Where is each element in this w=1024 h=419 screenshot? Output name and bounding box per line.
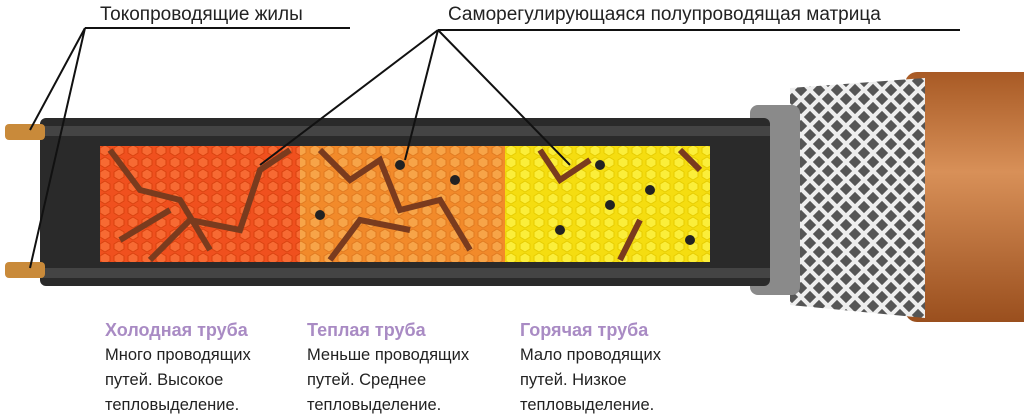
section-title: Горячая труба	[520, 320, 649, 340]
leader-lines	[29, 27, 960, 269]
non-conductive-particles	[315, 160, 695, 245]
conductor-wire-top	[5, 124, 45, 140]
metal-braid	[790, 78, 925, 318]
section-warm-caption: Теплая труба Меньше проводящих путей. Ср…	[307, 320, 470, 414]
section-title: Холодная труба	[105, 320, 248, 340]
section-hot-caption: Горячая труба Мало проводящих путей. Низ…	[520, 320, 661, 414]
section-title: Теплая труба	[307, 320, 426, 340]
section-cold-caption: Холодная труба Много проводящих путей. В…	[105, 320, 251, 414]
conductors-label: Токопроводящие жилы	[100, 4, 303, 25]
conductor-wire-bottom	[5, 262, 45, 278]
conductive-paths	[107, 147, 703, 263]
outer-jacket	[905, 72, 1024, 322]
matrix-label: Саморегулирующаяся полупроводящая матриц…	[448, 4, 881, 25]
